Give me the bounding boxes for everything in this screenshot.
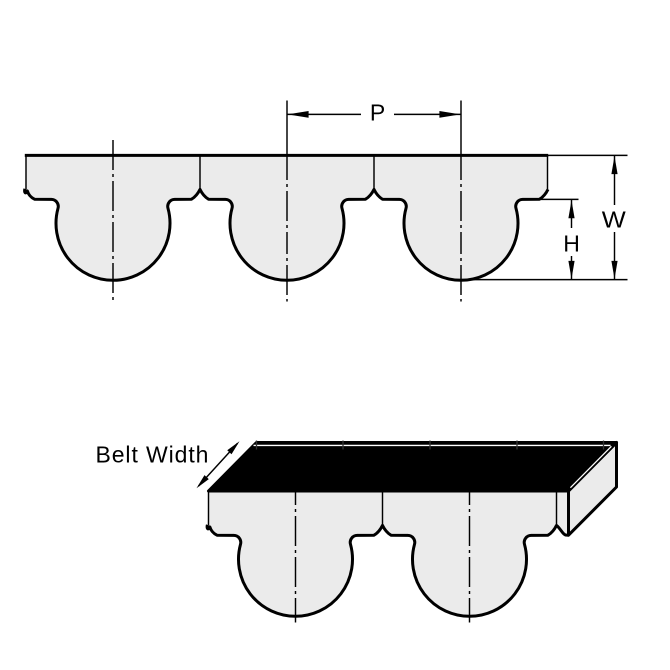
svg-text:Belt Width: Belt Width	[96, 441, 210, 467]
svg-text:H: H	[563, 230, 580, 256]
svg-text:W: W	[602, 206, 626, 232]
svg-text:P: P	[370, 100, 385, 126]
